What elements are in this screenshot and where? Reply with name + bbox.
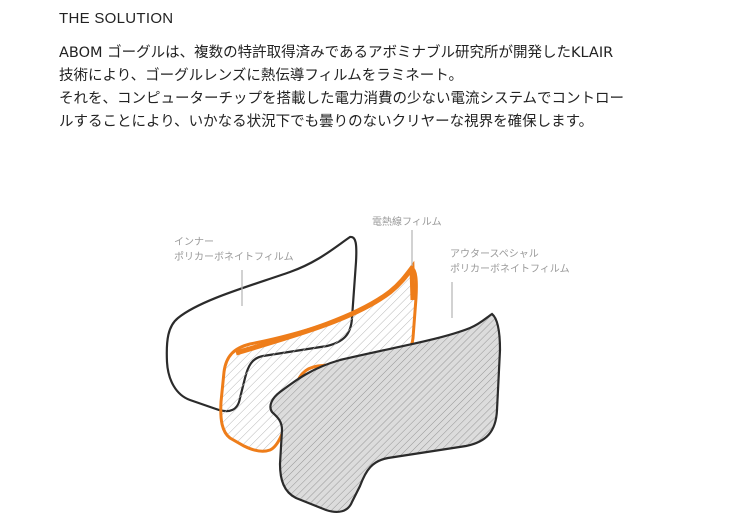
paragraph-1-line-2: 技術により、ゴーグルレンズに熱伝導フィルムをラミネート。 <box>59 68 463 84</box>
outer-film-layer <box>269 312 502 513</box>
paragraph-2-line-1: それを、コンピューターチップを搭載した電力消費の少ない電流システムでコントロー <box>59 91 625 107</box>
paragraph-2: それを、コンピューターチップを搭載した電力消費の少ない電流システムでコントロー … <box>59 88 739 134</box>
outer-film-label-line-2: ポリカーボネイトフィルム <box>450 263 570 275</box>
heating-film-top-edge <box>235 260 416 356</box>
description-text: ABOM ゴーグルは、複数の特許取得済みであるアボミナブル研究所が開発したKLA… <box>59 42 739 134</box>
paragraph-1-line-1: ABOM ゴーグルは、複数の特許取得済みであるアボミナブル研究所が開発したKLA… <box>59 45 614 61</box>
inner-film-label-line-1: インナー <box>174 236 214 248</box>
section-heading: THE SOLUTION <box>59 10 174 27</box>
outer-film-label-line-1: アウタースペシャル <box>450 248 539 260</box>
inner-film-label: インナー ポリカーボネイトフィルム <box>174 236 294 263</box>
heating-film-label-line-1: 電熱線フィルム <box>372 215 442 228</box>
outer-film-label: アウタースペシャル ポリカーボネイトフィルム <box>450 248 570 275</box>
paragraph-2-line-2: ルすることにより、いかなる状況下でも曇りのないクリヤーな視界を確保します。 <box>59 114 594 130</box>
inner-film-label-line-2: ポリカーボネイトフィルム <box>174 251 294 263</box>
heating-film-label: 電熱線フィルム <box>372 215 442 228</box>
paragraph-1: ABOM ゴーグルは、複数の特許取得済みであるアボミナブル研究所が開発したKLA… <box>59 42 739 88</box>
